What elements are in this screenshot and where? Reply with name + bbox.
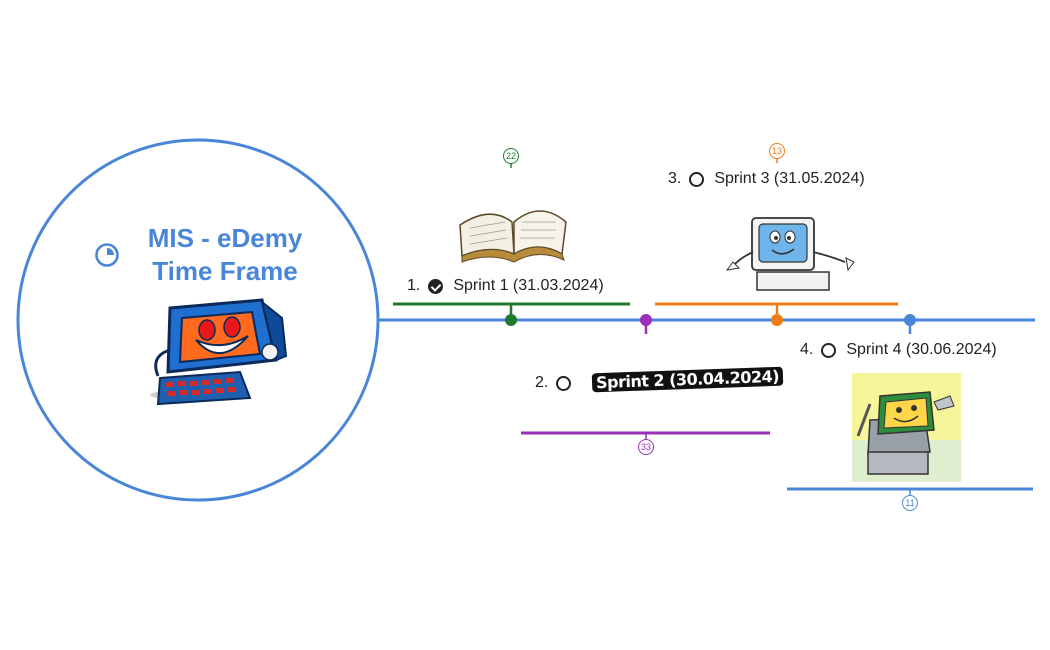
central-topic-title[interactable]: MIS - eDemy Time Frame xyxy=(130,222,320,288)
sprint3-node[interactable] xyxy=(771,314,783,326)
happy-monitor-image xyxy=(725,217,855,291)
sprint1-label: Sprint 1 (31.03.2024) xyxy=(453,277,604,294)
sprint4-topic[interactable]: 4. Sprint 4 (30.06.2024) xyxy=(800,341,997,359)
sprint2-count-badge[interactable]: 33 xyxy=(638,439,654,455)
sprint2-topic[interactable]: 2. xyxy=(535,374,581,392)
clock-icon xyxy=(94,242,120,268)
sprint3-number: 3. xyxy=(668,170,682,187)
sprint1-topic[interactable]: 1. Sprint 1 (31.03.2024) xyxy=(407,277,604,295)
computer-repair-image xyxy=(852,373,961,482)
sprint1-count-badge[interactable]: 22 xyxy=(503,148,519,164)
sprint4-label: Sprint 4 (30.06.2024) xyxy=(846,341,997,358)
sprint1-number: 1. xyxy=(407,277,421,294)
sprint3-label: Sprint 3 (31.05.2024) xyxy=(714,170,865,187)
sprint3-topic[interactable]: 3. Sprint 3 (31.05.2024) xyxy=(668,170,865,188)
checked-circle-icon[interactable] xyxy=(428,278,444,294)
sprint3-count-badge[interactable]: 13 xyxy=(769,143,785,159)
central-title-line2: Time Frame xyxy=(152,256,298,286)
sprint4-count-badge[interactable]: 11 xyxy=(902,495,918,511)
sprint4-node[interactable] xyxy=(904,314,916,326)
sprint4-number: 4. xyxy=(800,341,814,358)
open-book-image xyxy=(459,210,567,263)
empty-circle-icon[interactable] xyxy=(689,171,705,187)
sprint2-number: 2. xyxy=(535,374,549,391)
central-title-line1: MIS - eDemy xyxy=(147,223,303,253)
sprint2-node[interactable] xyxy=(640,314,652,326)
computer-mascot-image xyxy=(150,298,288,406)
empty-circle-icon[interactable] xyxy=(821,342,837,358)
empty-circle-icon[interactable] xyxy=(556,375,572,391)
sprint1-node[interactable] xyxy=(505,314,517,326)
